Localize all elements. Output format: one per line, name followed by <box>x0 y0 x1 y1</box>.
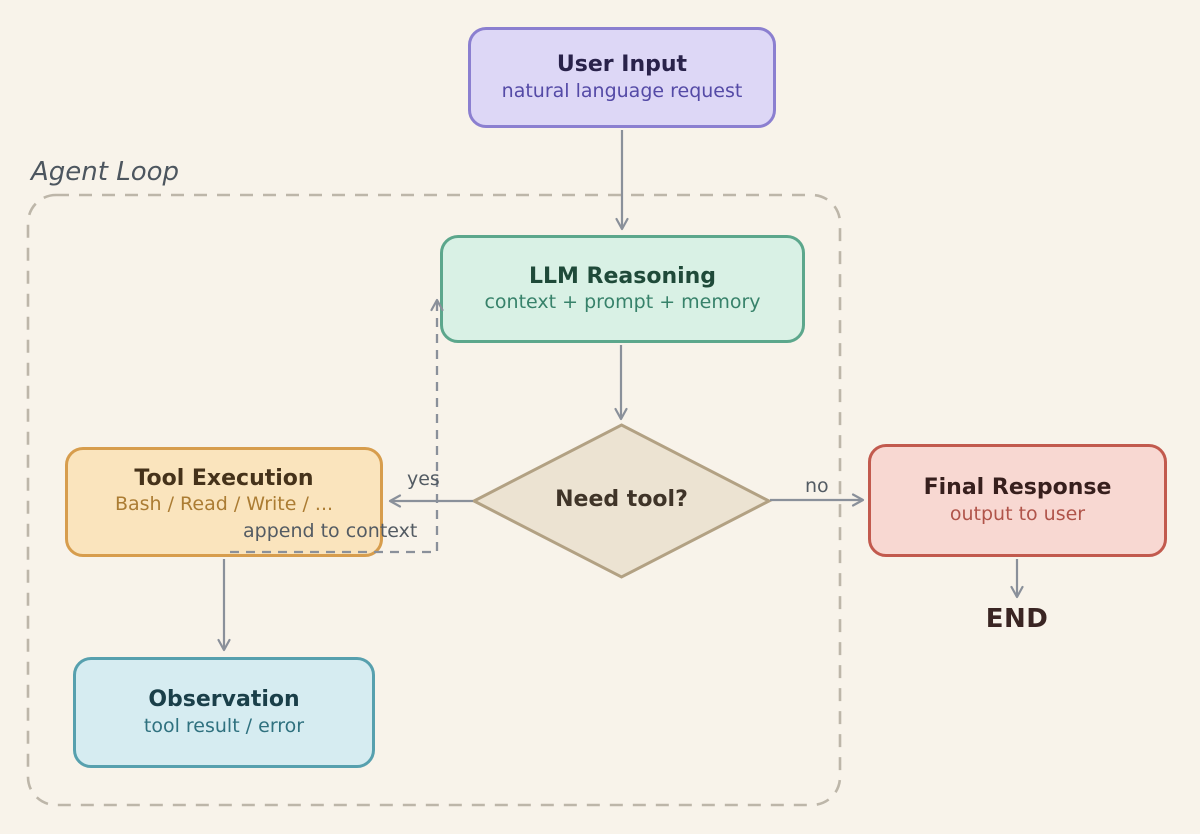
edge-label-yes: yes <box>407 468 440 490</box>
observation-title: Observation <box>148 687 300 713</box>
user-input-subtitle: natural language request <box>501 79 743 102</box>
observation-subtitle: tool result / error <box>143 714 305 737</box>
tool-execution-subtitle: Bash / Read / Write / ... <box>114 493 334 516</box>
end-label: END <box>985 604 1049 634</box>
agent-loop-label: Agent Loop <box>31 157 180 187</box>
final-response-subtitle: output to user <box>949 502 1086 525</box>
edge-label-no: no <box>805 475 829 497</box>
node-observation: Observation tool result / error <box>73 657 375 768</box>
user-input-title: User Input <box>556 52 688 78</box>
node-llm-reasoning: LLM Reasoning context + prompt + memory <box>440 235 805 343</box>
node-final-response: Final Response output to user <box>868 444 1167 557</box>
edge-label-append-to-context: append to context <box>243 520 418 542</box>
final-response-title: Final Response <box>923 475 1112 501</box>
llm-reasoning-title: LLM Reasoning <box>528 263 717 289</box>
node-user-input: User Input natural language request <box>468 27 776 128</box>
need-tool-title: Need tool? <box>555 487 688 512</box>
llm-reasoning-subtitle: context + prompt + memory <box>484 291 761 314</box>
tool-execution-title: Tool Execution <box>134 465 314 491</box>
